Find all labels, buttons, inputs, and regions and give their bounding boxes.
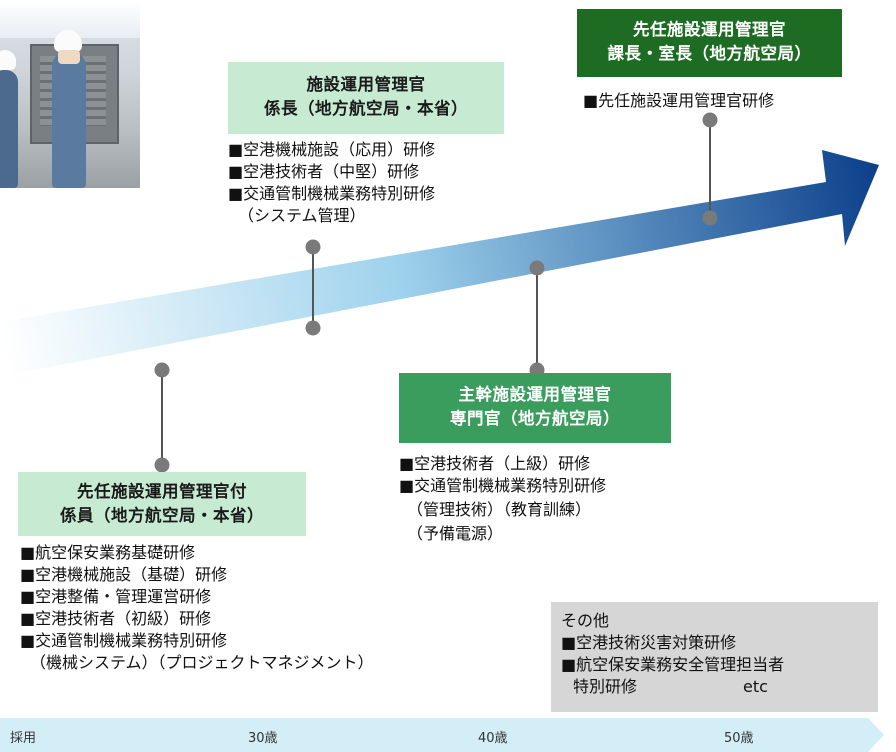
stage2-title-line2: 係長（地方航空局・本省） (264, 99, 468, 118)
stage3-title-line1: 主幹施設運用管理官 (458, 385, 612, 404)
stage1-item: ■交通管制機械業務特別研修 (20, 631, 228, 650)
stage2-training-list: ■空港機械施設（応用）研修 ■空港技術者（中堅）研修 ■交通管制機械業務特別研修… (228, 139, 435, 227)
other-heading: その他 (561, 611, 610, 630)
stage4-title-line1: 先任施設運用管理官 (633, 20, 786, 39)
node-stage2-top (305, 239, 321, 255)
photo-person-left (0, 70, 18, 188)
stage1-item: ■航空保安業務基礎研修 (20, 543, 196, 562)
photo-person-center (52, 52, 86, 188)
stage1-item: ■空港整備・管理運営研修 (20, 587, 212, 606)
inspection-photo (0, 0, 140, 188)
other-item-last-row: 特別研修 etc (561, 676, 784, 698)
photo-face (58, 50, 80, 64)
node-stage2-bottom (305, 320, 321, 336)
stage1-title-box: 先任施設運用管理官付 係員（地方航空局・本省） (18, 472, 306, 536)
stage1-item: （機械システム）（プロジェクトマネジメント） (30, 653, 374, 672)
stage2-title-box: 施設運用管理官 係長（地方航空局・本省） (228, 62, 504, 134)
node-stage1-top (154, 362, 170, 378)
stage4-item: ■先任施設運用管理官研修 (583, 91, 775, 110)
timeline-label-hire: 採用 (10, 731, 37, 746)
stage1-item: ■空港技術者（初級）研修 (20, 609, 212, 628)
stage2-title-line1: 施設運用管理官 (306, 75, 426, 94)
node-stage1-bottom (154, 457, 170, 473)
stage3-training-list: ■空港技術者（上級）研修 ■交通管制機械業務特別研修 （管理技術）（教育訓練） … (399, 453, 606, 545)
stage1-title-line2: 係員（地方航空局・本省） (60, 506, 264, 525)
other-trainings-list: その他 ■空港技術災害対策研修 ■航空保安業務安全管理担当者 特別研修 etc (561, 610, 784, 698)
stage2-item: ■交通管制機械業務特別研修 (228, 184, 436, 203)
stage1-training-list: ■航空保安業務基礎研修 ■空港機械施設（基礎）研修 ■空港整備・管理運営研修 ■… (20, 542, 374, 674)
timeline-bar (0, 718, 884, 752)
stage4-title-box: 先任施設運用管理官 課長・室長（地方航空局） (577, 9, 842, 77)
stage1-title-line1: 先任施設運用管理官付 (77, 482, 247, 501)
stage3-item: （管理技術）（教育訓練） (407, 500, 592, 519)
stage3-item: ■交通管制機械業務特別研修 (399, 476, 607, 495)
photo-helmet-left (0, 50, 16, 70)
other-item-etc: etc (743, 677, 768, 696)
career-arrow (0, 150, 879, 375)
stage3-item: （予備電源） (407, 524, 504, 543)
node-stage4-top (702, 112, 718, 128)
stage3-title-box: 主幹施設運用管理官 専門官（地方航空局） (399, 373, 671, 443)
stage3-item: ■空港技術者（上級）研修 (399, 454, 591, 473)
node-stage3-top (529, 260, 545, 276)
timeline-label-30: 30歳 (248, 731, 278, 746)
stage1-item: ■空港機械施設（基礎）研修 (20, 565, 228, 584)
stage2-item: ■空港機械施設（応用）研修 (228, 140, 436, 159)
other-item: ■航空保安業務安全管理担当者 (561, 655, 785, 674)
other-item: ■空港技術災害対策研修 (561, 633, 737, 652)
node-stage4-bottom (702, 210, 718, 226)
timeline-label-50: 50歳 (724, 731, 754, 746)
stage4-title-line2: 課長・室長（地方航空局） (607, 44, 812, 63)
timeline-label-40: 40歳 (478, 731, 508, 746)
photo-helmet-center (54, 30, 82, 52)
stage2-item: ■空港技術者（中堅）研修 (228, 162, 420, 181)
stage2-item: （システム管理） (238, 206, 366, 225)
other-item: 特別研修 (573, 677, 638, 696)
other-trainings-box: その他 ■空港技術災害対策研修 ■航空保安業務安全管理担当者 特別研修 etc (551, 602, 878, 712)
stage3-title-line2: 専門官（地方航空局） (450, 409, 620, 428)
stage4-training-list: ■先任施設運用管理官研修 (583, 90, 774, 112)
